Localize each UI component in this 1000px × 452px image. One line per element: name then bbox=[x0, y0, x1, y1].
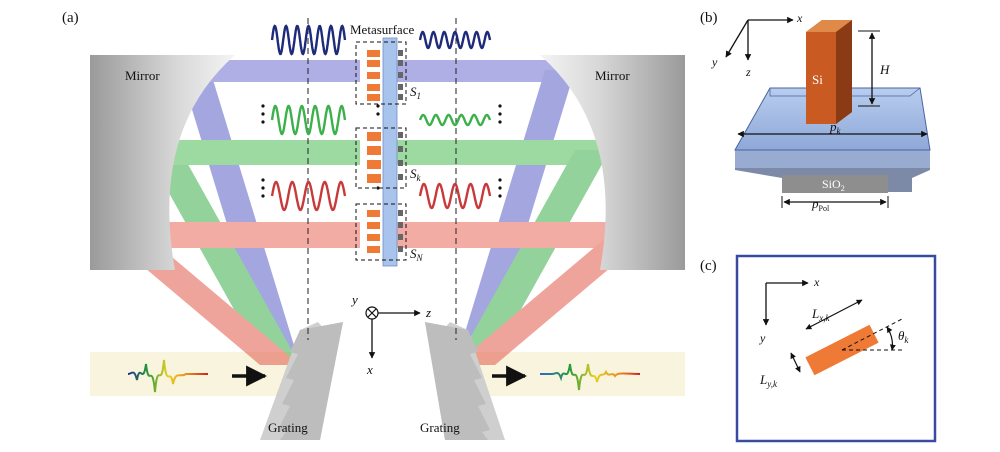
polarizer-element bbox=[398, 132, 403, 138]
panel-b: (b) x y z Si H p bbox=[700, 10, 931, 213]
axis-c-y-label: y bbox=[759, 331, 766, 345]
polarizer-element bbox=[398, 246, 403, 252]
nanopillar bbox=[367, 84, 380, 91]
substrate-block bbox=[782, 175, 888, 193]
axis-a-y-label: y bbox=[350, 292, 358, 307]
axis-b-z-label: z bbox=[745, 65, 751, 79]
unit-cell: Si H pk SiO2 pPol bbox=[734, 20, 931, 213]
wave-red-out bbox=[418, 182, 492, 210]
nanopillar bbox=[367, 222, 380, 229]
axis-b-x-label: x bbox=[796, 11, 803, 25]
polarizer-element bbox=[398, 84, 403, 90]
mirror-right-label: Mirror bbox=[595, 68, 630, 83]
green-beam-right-horiz bbox=[395, 140, 615, 165]
polarizer-element bbox=[398, 174, 403, 180]
polarizer-element bbox=[398, 160, 403, 166]
length-x-label: Lx,k bbox=[811, 306, 830, 323]
input-pulse-icon bbox=[127, 359, 208, 393]
mirror-left-label: Mirror bbox=[125, 68, 160, 83]
mirror-right bbox=[540, 55, 685, 270]
wave-blue-out bbox=[418, 30, 492, 50]
panel-c-label: (c) bbox=[700, 258, 717, 274]
section-box-sk bbox=[355, 127, 407, 189]
nanopillar bbox=[367, 146, 381, 155]
axis-b-y-label: y bbox=[711, 55, 718, 69]
axes-b: x y z bbox=[711, 11, 803, 79]
rotated-pillar bbox=[790, 299, 905, 376]
grating-right-label: Grating bbox=[420, 420, 460, 435]
polarizer-element bbox=[398, 222, 403, 228]
metasurface bbox=[355, 37, 407, 267]
substrate-label: SiO2 bbox=[822, 177, 845, 193]
pol-period-label: pPol bbox=[811, 196, 830, 213]
blue-beam-right-horiz bbox=[395, 60, 570, 82]
red-beam-right-horiz bbox=[395, 222, 655, 248]
polarizer-element bbox=[398, 72, 403, 78]
section-label-sn: SN bbox=[410, 246, 424, 263]
axis-a-z-label: z bbox=[425, 305, 431, 320]
section-label-s1: S1 bbox=[410, 84, 421, 101]
nanopillar bbox=[367, 60, 380, 67]
metasurface-label: Metasurface bbox=[350, 22, 414, 37]
polarizer-element bbox=[398, 94, 403, 100]
grating-right bbox=[425, 322, 505, 440]
nanopillar bbox=[367, 72, 380, 79]
spectral-waves bbox=[270, 24, 492, 212]
axis-a-x-label: x bbox=[366, 362, 373, 377]
nanopillar bbox=[367, 246, 380, 253]
wave-green-in bbox=[270, 104, 347, 136]
nanopillar bbox=[367, 174, 381, 183]
mirror-left bbox=[90, 55, 235, 270]
panel-c: (c) x y Lx,k Ly,k θk bbox=[700, 254, 937, 443]
section-box-s1 bbox=[355, 41, 407, 105]
panel-a-label: (a) bbox=[62, 10, 79, 26]
nanopillar bbox=[367, 234, 380, 241]
grating-left-label: Grating bbox=[268, 420, 308, 435]
output-pulse-icon bbox=[540, 363, 641, 391]
green-beam-left-horiz bbox=[140, 140, 360, 165]
polarizer-element bbox=[398, 50, 403, 56]
nanopillar bbox=[367, 50, 380, 57]
period-label: pk bbox=[829, 119, 842, 136]
wave-red-in bbox=[270, 180, 347, 212]
section-label-sk: Sk bbox=[410, 166, 422, 183]
polarizer-element bbox=[398, 210, 403, 216]
nanopillar bbox=[367, 160, 381, 169]
nanopillar bbox=[367, 210, 380, 217]
axis-c-x-label: x bbox=[813, 275, 820, 289]
height-label: H bbox=[879, 62, 890, 77]
axes-a: y z x bbox=[350, 292, 431, 377]
panel-b-label: (b) bbox=[700, 10, 718, 26]
nanopillar bbox=[367, 132, 381, 141]
length-y-label: Ly,k bbox=[759, 372, 778, 389]
si-label: Si bbox=[812, 72, 823, 87]
wave-blue-in bbox=[270, 24, 347, 56]
nanopillar bbox=[367, 94, 380, 101]
grating-left bbox=[260, 322, 343, 440]
polarizer-element bbox=[398, 234, 403, 240]
axes-c: x y bbox=[759, 275, 820, 345]
angle-label: θk bbox=[898, 328, 909, 345]
panel-a: (a) Mirror Mirror bbox=[62, 10, 685, 440]
green-beam-left-diag bbox=[145, 150, 300, 365]
wave-green-out bbox=[418, 113, 492, 127]
green-beam-right-diag bbox=[455, 150, 610, 365]
section-box-sn bbox=[355, 203, 407, 261]
blue-beam-left-horiz bbox=[185, 60, 360, 82]
polarizer-element bbox=[398, 146, 403, 152]
polarizer-element bbox=[398, 60, 403, 66]
